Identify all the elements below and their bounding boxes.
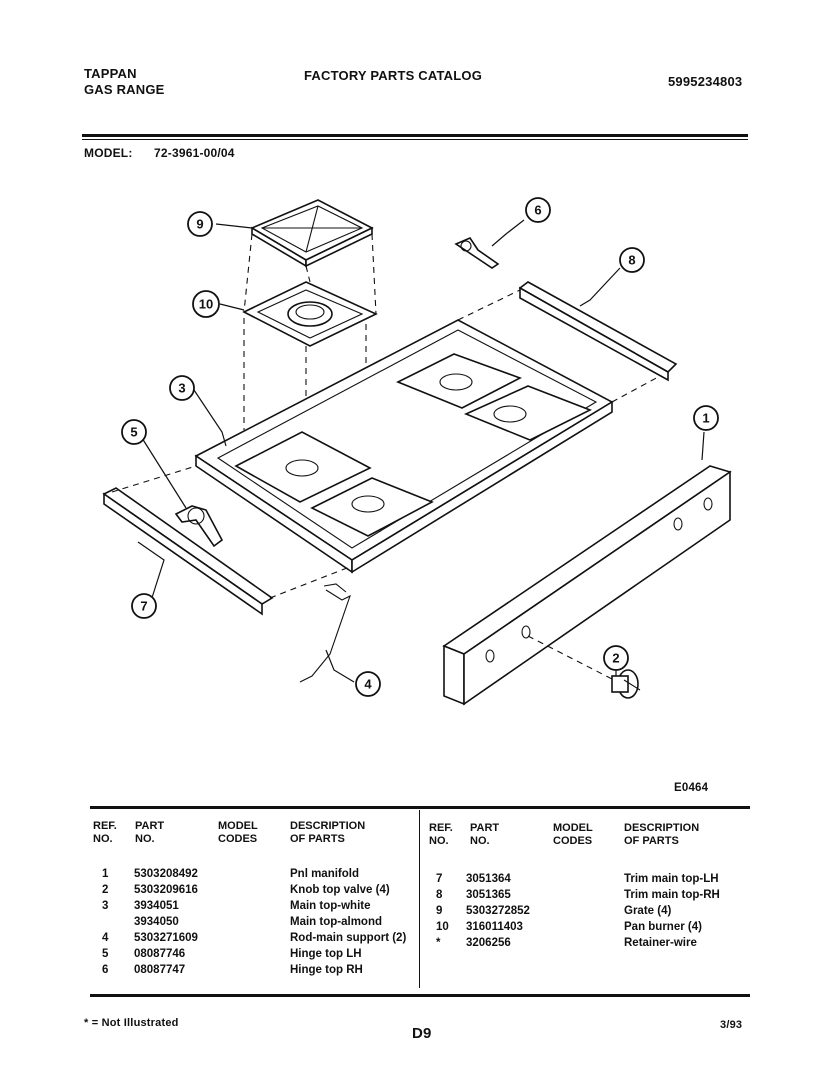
table-cell: Grate (4) bbox=[624, 905, 672, 917]
model-value: 72-3961-00/04 bbox=[154, 146, 235, 160]
callout-8: 8 bbox=[619, 247, 645, 273]
page-code: D9 bbox=[412, 1025, 432, 1042]
burner-pan-part bbox=[242, 281, 378, 347]
table-cell: Pnl manifold bbox=[290, 868, 359, 880]
callout-4: 4 bbox=[355, 671, 381, 697]
knob-part bbox=[611, 669, 641, 699]
table-cell: 9 bbox=[436, 905, 443, 917]
callout-5: 5 bbox=[121, 419, 147, 445]
right-part-column: 3051364 3051365 5303272852 316011403 320… bbox=[466, 871, 530, 951]
diagram-code: E0464 bbox=[674, 782, 709, 794]
left-desc-column: Pnl manifold Knob top valve (4) Main top… bbox=[290, 866, 406, 978]
table-cell: Retainer-wire bbox=[624, 937, 697, 949]
table-cell: Trim main top-RH bbox=[624, 889, 720, 901]
table-cell: Trim main top-LH bbox=[624, 873, 719, 885]
callout-10: 10 bbox=[192, 290, 220, 318]
table-cell: 5303272852 bbox=[466, 905, 530, 917]
date-code: 3/93 bbox=[720, 1019, 743, 1031]
svg-text:10: 10 bbox=[199, 297, 213, 312]
table-cell: 5303208492 bbox=[134, 868, 198, 880]
model-label: MODEL: bbox=[84, 146, 133, 160]
hinge-rh-part bbox=[454, 237, 500, 269]
svg-text:1: 1 bbox=[702, 411, 709, 426]
table-cell: Rod-main support (2) bbox=[290, 932, 407, 944]
callout-9: 9 bbox=[187, 211, 213, 237]
table-cell: * bbox=[436, 937, 441, 949]
table-cell: 4 bbox=[102, 932, 109, 944]
svg-text:9: 9 bbox=[196, 217, 203, 232]
table-cell: 2 bbox=[102, 884, 109, 896]
table-cell bbox=[102, 914, 108, 930]
table-cell: 5303271609 bbox=[134, 932, 198, 944]
table-cell: Main top-almond bbox=[290, 916, 382, 928]
table-cell: 6 bbox=[102, 964, 109, 976]
table-cell: 3051364 bbox=[466, 873, 511, 885]
callout-6: 6 bbox=[525, 197, 551, 223]
trim-rh-part bbox=[518, 281, 678, 382]
svg-text:7: 7 bbox=[140, 599, 147, 614]
callout-1: 1 bbox=[693, 405, 719, 431]
right-desc-column: Trim main top-LH Trim main top-RH Grate … bbox=[624, 871, 720, 951]
svg-text:3: 3 bbox=[178, 381, 185, 396]
table-divider bbox=[419, 810, 420, 988]
header-rule-thin bbox=[82, 139, 748, 140]
svg-text:8: 8 bbox=[628, 253, 635, 268]
table-bottom-rule bbox=[90, 994, 750, 997]
svg-text:6: 6 bbox=[534, 203, 541, 218]
table-cell: 08087746 bbox=[134, 948, 186, 960]
catalog-title: FACTORY PARTS CATALOG bbox=[304, 68, 483, 83]
callout-3: 3 bbox=[169, 375, 195, 401]
table-cell: 3206256 bbox=[466, 937, 511, 949]
main-top-part bbox=[194, 319, 614, 574]
table-cell: 5 bbox=[102, 948, 109, 960]
table-cell: 8 bbox=[436, 889, 443, 901]
table-cell: 3934051 bbox=[134, 900, 179, 912]
table-cell: 5303209616 bbox=[134, 884, 198, 896]
svg-text:4: 4 bbox=[364, 677, 372, 692]
table-cell: Hinge top RH bbox=[290, 964, 363, 976]
hinge-lh-part bbox=[174, 505, 224, 548]
trim-lh-part bbox=[102, 487, 274, 616]
callout-7: 7 bbox=[131, 593, 157, 619]
manifold-panel-part bbox=[442, 465, 732, 706]
svg-text:5: 5 bbox=[130, 425, 137, 440]
header-rule bbox=[82, 134, 748, 137]
svg-text:2: 2 bbox=[612, 651, 619, 666]
col-header-ref-right: REF.NO. bbox=[429, 822, 453, 847]
catalog-number: 5995234803 bbox=[668, 74, 743, 89]
right-ref-column: 7 8 9 10 * bbox=[436, 871, 449, 951]
callout-2: 2 bbox=[603, 645, 629, 671]
grate-part bbox=[250, 199, 374, 268]
table-cell: 08087747 bbox=[134, 964, 186, 976]
left-part-column: 5303208492 5303209616 3934051 3934050 53… bbox=[134, 866, 198, 978]
table-cell: 1 bbox=[102, 868, 109, 880]
col-header-ref: REF.NO. bbox=[93, 820, 117, 845]
table-cell: 7 bbox=[436, 873, 443, 885]
table-cell: 3 bbox=[102, 900, 109, 912]
exploded-parts-diagram: 9 10 6 8 3 5 1 7 2 4 bbox=[102, 197, 732, 706]
table-cell: 3934050 bbox=[134, 916, 179, 928]
table-cell: 10 bbox=[436, 921, 449, 933]
table-cell: Hinge top LH bbox=[290, 948, 362, 960]
table-cell: Knob top valve (4) bbox=[290, 884, 390, 896]
brand-label: TAPPAN bbox=[84, 66, 137, 81]
product-label: GAS RANGE bbox=[84, 82, 165, 97]
table-cell: Main top-white bbox=[290, 900, 371, 912]
table-top-rule bbox=[90, 806, 750, 809]
table-cell: 316011403 bbox=[466, 921, 523, 933]
left-ref-column: 1 2 3 4 5 6 bbox=[102, 866, 108, 978]
not-illustrated-note: * = Not Illustrated bbox=[84, 1017, 179, 1029]
table-cell: 3051365 bbox=[466, 889, 511, 901]
table-cell: Pan burner (4) bbox=[624, 921, 702, 933]
